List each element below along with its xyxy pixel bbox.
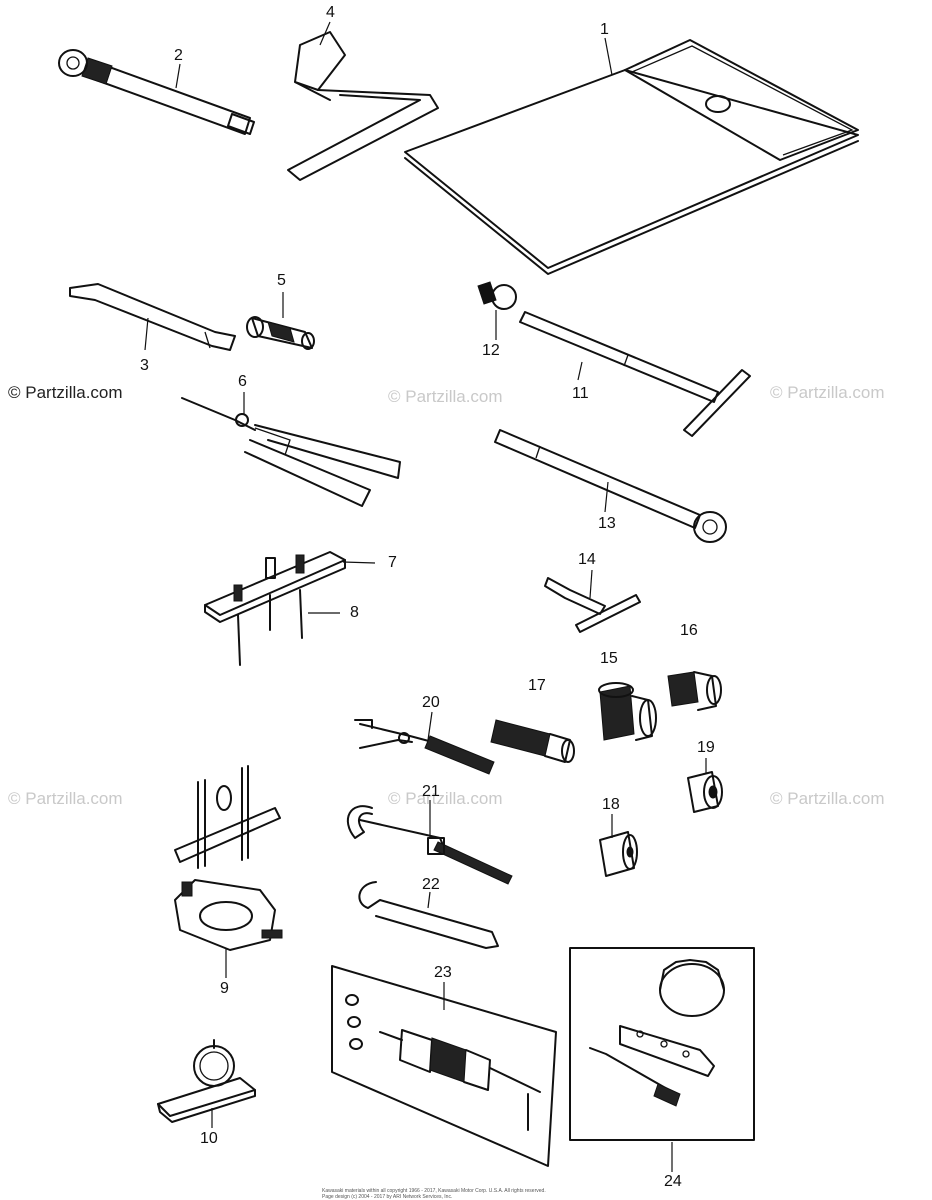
part-15-knurled-adapter (598, 682, 657, 741)
callout-11: 11 (572, 385, 589, 402)
callout-7: 7 (388, 554, 397, 571)
part-5-small-socket (246, 292, 315, 350)
callout-20: 20 (422, 694, 440, 711)
part-11-t-handle (519, 311, 751, 437)
part-22-c-spanner (358, 881, 499, 949)
callout-16: 16 (680, 622, 698, 639)
callout-15: 15 (600, 650, 618, 667)
callout-18: 18 (602, 796, 620, 813)
part-10-dial-gauge (157, 1039, 256, 1128)
callout-19: 19 (697, 739, 715, 756)
part-14-t-wrench (544, 569, 641, 633)
part-9-puller-assembly (174, 765, 283, 978)
part-23-slide-hammer-panel (331, 965, 557, 1167)
part-17-knurled-handle (490, 719, 575, 763)
callout-10: 10 (200, 1130, 218, 1147)
callout-17: 17 (528, 677, 546, 694)
copyright-line-1: Kawasaki materials within all copyright … (322, 1188, 546, 1194)
part-16-small-adapter (667, 671, 722, 711)
callout-21: 21 (422, 783, 440, 800)
callout-24: 24 (664, 1173, 682, 1190)
part-18-nut (599, 814, 638, 877)
callout-5: 5 (277, 272, 286, 289)
part-21-hook-spanner (346, 800, 513, 885)
part-8-puller-bolts (233, 554, 340, 666)
part-2-plug-wrench (58, 49, 255, 135)
callout-22: 22 (422, 876, 440, 893)
callout-1: 1 (600, 21, 609, 38)
copyright-line-2: Page design (c) 2004 - 2017 by ARI Netwo… (322, 1194, 453, 1200)
part-13-extension-bar (494, 429, 727, 543)
part-12-nozzle (477, 281, 517, 340)
part-4-box-wrench (287, 21, 439, 181)
part-7-puller-plate (204, 551, 376, 623)
part-20-spanner-rod (354, 711, 495, 775)
watermark-right-mid: © Partzilla.com (770, 789, 885, 808)
copyright-footer: Kawasaki materials within all copyright … (322, 1188, 622, 1200)
callout-12: 12 (482, 342, 500, 359)
part-1-tool-pouch (404, 37, 859, 275)
callout-23: 23 (434, 964, 452, 981)
part-19-bushing (687, 758, 723, 813)
watermark-right-top: © Partzilla.com (770, 383, 885, 402)
callout-4: 4 (326, 4, 335, 21)
watermark-left-top: © Partzilla.com (8, 383, 123, 402)
watermark-left-mid: © Partzilla.com (8, 789, 123, 808)
callout-8: 8 (350, 604, 359, 621)
part-3-open-wrench (69, 283, 236, 351)
watermark-mid-mid: © Partzilla.com (388, 789, 503, 808)
callout-14: 14 (578, 551, 596, 568)
part-24-gear-holder-box (569, 947, 755, 1172)
callout-3: 3 (140, 357, 149, 374)
callout-9: 9 (220, 980, 229, 997)
part-6-circlip-pliers (181, 392, 401, 507)
callout-13: 13 (598, 515, 616, 532)
callout-6: 6 (238, 373, 247, 390)
watermark-mid-top: © Partzilla.com (388, 387, 503, 406)
callout-2: 2 (174, 47, 183, 64)
